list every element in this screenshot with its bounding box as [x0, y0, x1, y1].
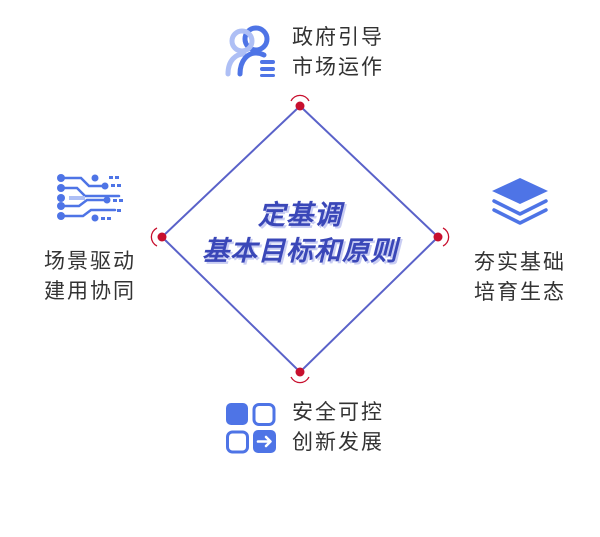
- node-bottom-line2: 创新发展: [292, 430, 384, 454]
- node-bottom-line1: 安全可控: [292, 400, 384, 424]
- circuit-icon: [57, 174, 123, 222]
- node-right-line2: 培育生态: [474, 280, 566, 304]
- node-bottom-label: 安全可控 创新发展: [292, 397, 384, 457]
- users-list-icon: [225, 25, 275, 77]
- node-left-line1: 场景驱动: [44, 249, 136, 273]
- node-top-line2: 市场运作: [292, 55, 384, 79]
- node-right-line1: 夯实基础: [474, 250, 566, 274]
- node-left-marker: [150, 227, 167, 247]
- node-left-label: 场景驱动 建用协同: [44, 246, 136, 306]
- node-top-line1: 政府引导: [292, 25, 384, 49]
- center-title-line1: 定基调: [258, 200, 342, 231]
- node-right-label: 夯实基础 培育生态: [474, 247, 566, 307]
- node-top-label: 政府引导 市场运作: [292, 22, 384, 82]
- center-title-line2: 基本目标和原则: [202, 236, 398, 267]
- layers-icon: [492, 178, 548, 225]
- node-left-line2: 建用协同: [44, 279, 136, 303]
- apps-grid-icon: [226, 403, 276, 454]
- node-top-marker: [290, 94, 310, 111]
- node-bottom-marker: [290, 367, 310, 384]
- node-right-marker: [433, 227, 450, 247]
